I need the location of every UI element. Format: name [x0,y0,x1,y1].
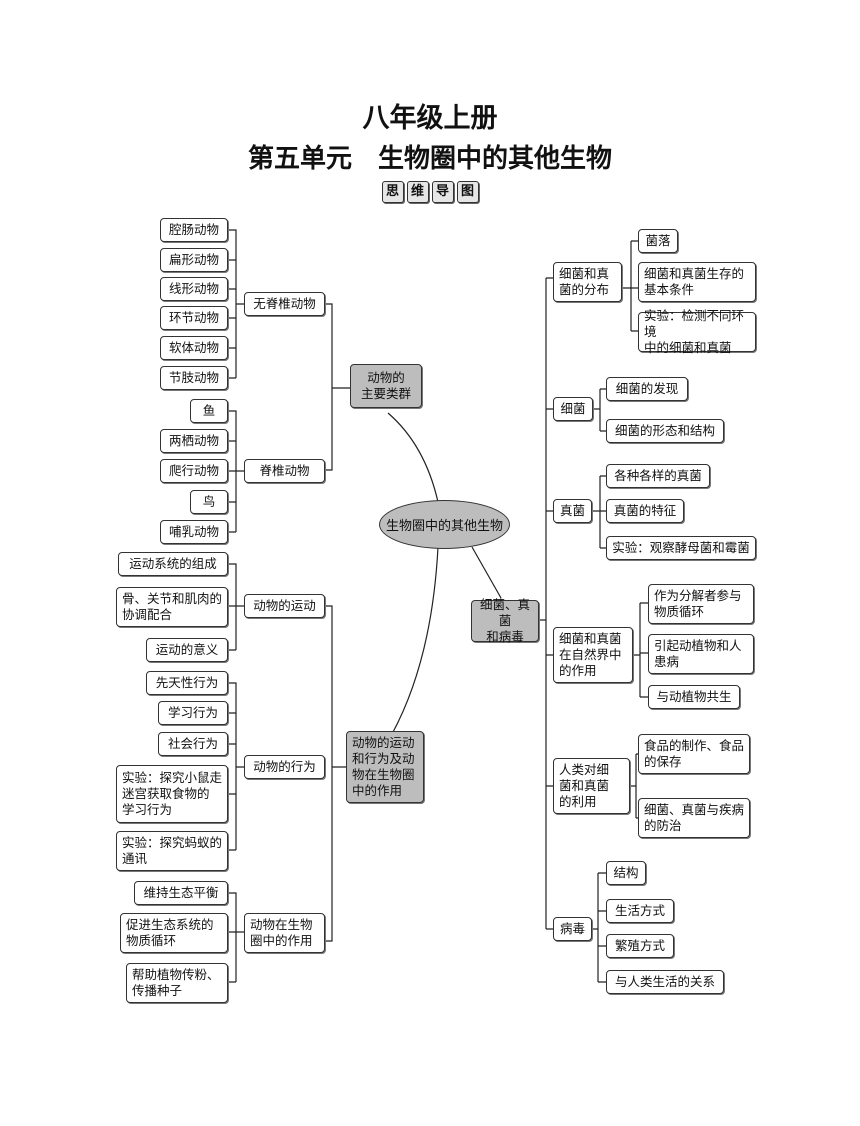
bacteria-node: 细菌 [553,397,593,421]
fungi-item: 真菌的特征 [606,499,684,523]
invertebrate-item: 扁形动物 [160,248,228,272]
invertebrate-item: 软体动物 [160,336,228,360]
human-use-item: 食品的制作、食品 的保存 [638,734,750,774]
fungi-item: 各种各样的真菌 [606,464,710,488]
virus-node: 病毒 [553,917,592,941]
nature-item: 引起动植物和人 患病 [648,634,754,674]
vertebrate-item: 鸟 [190,490,228,514]
distribution-item: 实验：检测不同环境 中的细菌和真菌 [638,308,756,355]
vertebrate-node: 脊椎动物 [244,459,325,483]
invertebrate-item: 线形动物 [160,277,228,301]
page-title: 八年级上册 [362,103,498,134]
virus-item: 生活方式 [606,899,674,923]
behavior-item: 社会行为 [158,732,228,756]
distribution-node: 细菌和真 菌的分布 [553,262,622,302]
nature-item: 作为分解者参与 物质循环 [648,584,754,624]
invertebrate-node: 无脊椎动物 [244,292,325,316]
behavior-item: 实验：探究蚂蚁的 通讯 [116,831,228,871]
behavior-item: 先天性行为 [146,671,228,695]
virus-item: 与人类生活的关系 [606,970,724,994]
invertebrate-item: 节肢动物 [160,366,228,390]
page-subtitle: 第五单元 生物圈中的其他生物 [247,144,612,174]
fungi-node: 真菌 [553,499,592,523]
nature-item: 与动植物共生 [648,685,740,709]
invertebrate-item: 腔肠动物 [160,218,228,242]
human-use-item: 细菌、真菌与疾病 的防治 [638,798,750,838]
badge-char: 思 [381,181,404,203]
mind-map-badge: 思 维 导 图 [0,181,860,203]
badge-char: 图 [456,181,479,203]
function-item: 维持生态平衡 [134,881,228,905]
movement-item: 运动的意义 [146,638,228,662]
behavior-item: 实验：探究小鼠走 迷宫获取食物的 学习行为 [116,765,228,823]
invertebrate-item: 环节动物 [160,306,228,330]
nature-role-node: 细菌和真菌 在自然界中 的作用 [553,627,633,683]
behavior-node: 动物的行为 [244,755,325,779]
badge-char: 维 [406,181,429,203]
center-topic: 生物圈中的其他生物 [379,500,510,549]
virus-item: 繁殖方式 [606,934,674,958]
vertebrate-item: 哺乳动物 [160,520,228,544]
distribution-item: 细菌和真菌生存的 基本条件 [638,262,756,302]
vertebrate-item: 两栖动物 [160,429,228,453]
microbes-node: 细菌、真菌 和病毒 [471,597,539,644]
human-use-node: 人类对细 菌和真菌 的利用 [553,758,630,814]
animal-groups-node: 动物的 主要类群 [350,364,422,408]
fungi-item: 实验：观察酵母菌和霉菌 [606,536,756,560]
function-item: 促进生态系统的 物质循环 [120,913,228,953]
bacteria-item: 细菌的形态和结构 [606,419,724,443]
animal-role-node: 动物的运动 和行为及动 物在生物圈 中的作用 [346,731,424,803]
virus-item: 结构 [606,861,646,885]
behavior-item: 学习行为 [158,701,228,725]
movement-item: 运动系统的组成 [118,552,228,576]
function-item: 帮助植物传粉、 传播种子 [126,963,228,1003]
badge-char: 导 [431,181,454,203]
function-node: 动物在生物 圈中的作用 [244,913,325,953]
movement-node: 动物的运动 [244,594,325,618]
movement-item: 骨、关节和肌肉的 协调配合 [116,587,228,627]
vertebrate-item: 爬行动物 [160,459,228,483]
vertebrate-item: 鱼 [190,399,228,423]
bacteria-item: 细菌的发现 [606,377,688,401]
distribution-item: 菌落 [638,229,678,253]
